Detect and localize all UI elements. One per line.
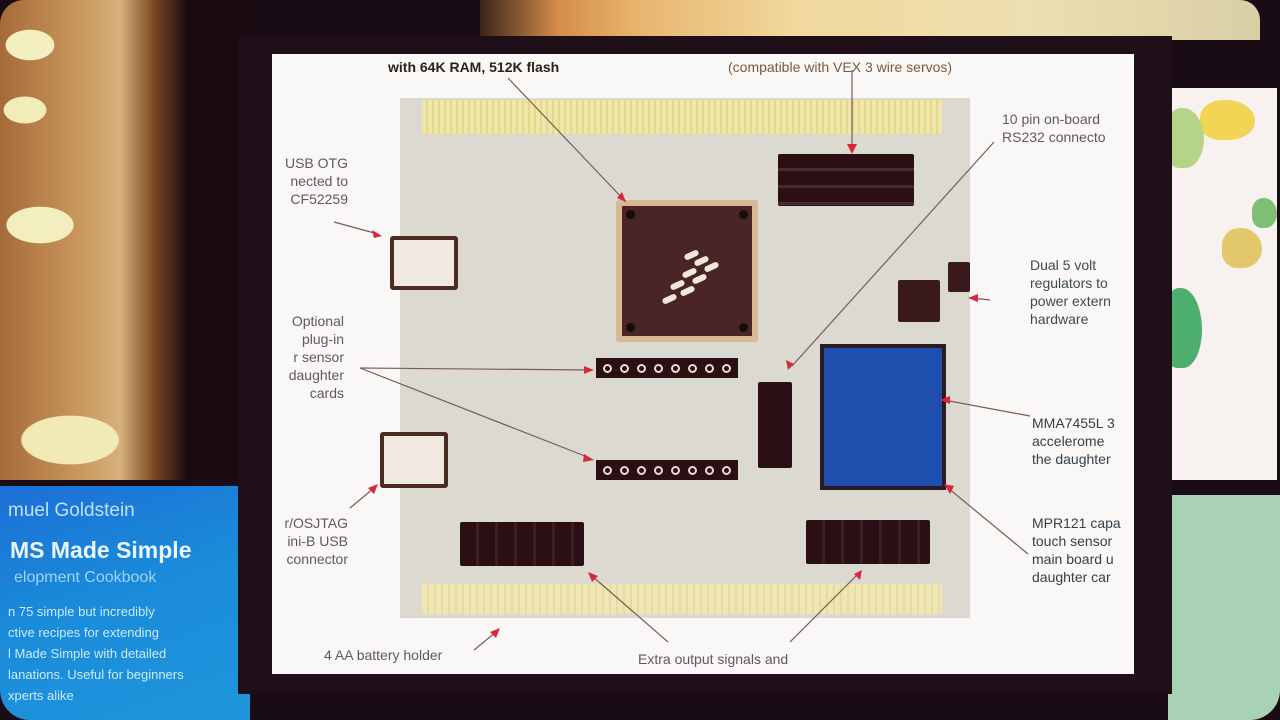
book-subtitle: elopment Cookbook [14, 569, 157, 586]
rs232-header [758, 382, 792, 468]
label-sensor-cards: Optional plug-in r sensor daughter cards [288, 313, 344, 401]
label-extra-output: Extra output signals and [638, 651, 789, 667]
microcontroller-chip [616, 200, 758, 342]
output-header-right [806, 520, 930, 564]
edge-connector-top [422, 100, 942, 134]
servo-header [778, 154, 914, 206]
edge-connector-bottom [422, 584, 942, 614]
label-touch-sensor: MPR121 capa touch sensor main board u da… [1032, 515, 1121, 585]
label-accelerometer: MMA7455L 3 accelerome the daughter [1032, 415, 1115, 467]
background-green-panel [1168, 495, 1280, 720]
background-world-map [1162, 88, 1277, 480]
label-servo-compat: (compatible with VEX 3 wire servos) [728, 59, 953, 75]
slide: with 64K RAM, 512K flash (compatible wit… [272, 54, 1134, 674]
background-abstract-painting [0, 0, 250, 480]
usb-otg-port [390, 236, 458, 290]
book-title: MS Made Simple [10, 537, 192, 563]
background-top-strip [480, 0, 1260, 40]
sensor-header-top [596, 358, 738, 378]
regulator-small [948, 262, 970, 292]
label-osjtag: r/OSJTAG ini-B USB connector [284, 515, 348, 567]
label-rs232: 10 pin on-board RS232 connecto [1002, 111, 1106, 145]
output-header-left [460, 522, 584, 566]
label-battery: 4 AA battery holder [324, 647, 443, 663]
accelerometer-daughter-card [820, 344, 946, 490]
label-usb-otg: USB OTG nected to CF52259 [284, 155, 348, 207]
sensor-header-bottom [596, 460, 738, 480]
book-cover: muel Goldstein MS Made Simple elopment C… [0, 486, 250, 720]
label-regulators: Dual 5 volt regulators to power extern h… [1030, 257, 1111, 327]
regulator [898, 280, 940, 322]
label-mcu-memory: with 64K RAM, 512K flash [388, 59, 560, 75]
book-author: muel Goldstein [8, 500, 135, 521]
book-blurb: n 75 simple but incredibly ctive recipes… [8, 604, 184, 703]
annotation-arrows [333, 70, 1031, 651]
osjtag-usb-port [380, 432, 448, 488]
